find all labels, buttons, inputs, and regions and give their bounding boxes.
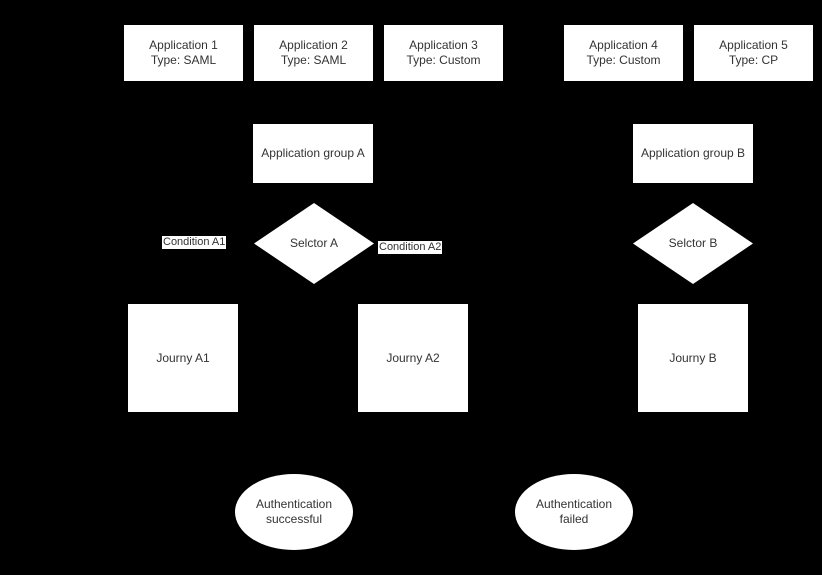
application-4-type: Type: Custom bbox=[586, 53, 661, 67]
application-3-name: Application 3 bbox=[409, 38, 478, 52]
outcome-failed-ellipse: Authentication failed bbox=[515, 474, 633, 550]
journey-a2-label: Journy A2 bbox=[386, 350, 440, 365]
journey-b-node: Journy B bbox=[638, 304, 748, 412]
application-4-node: Application 4 Type: Custom bbox=[564, 25, 683, 81]
application-group-a-label: Application group A bbox=[261, 146, 365, 160]
selector-b-label: Selctor B bbox=[668, 236, 718, 250]
condition-a2-label: Condition A2 bbox=[378, 241, 443, 254]
application-5-node: Application 5 Type: CP bbox=[694, 25, 813, 81]
outcome-success-label: Authentication successful bbox=[255, 497, 333, 526]
selector-b-diamond: Selctor B bbox=[633, 203, 753, 284]
application-4-name: Application 4 bbox=[589, 38, 658, 52]
outcome-failed-label: Authentication failed bbox=[535, 497, 613, 526]
application-5-type: Type: CP bbox=[728, 53, 779, 67]
journey-a1-node: Journy A1 bbox=[128, 304, 238, 412]
outcome-success-ellipse: Authentication successful bbox=[235, 474, 353, 550]
application-1-name: Application 1 bbox=[149, 38, 218, 52]
journey-b-label: Journy B bbox=[669, 350, 717, 365]
application-1-type: Type: SAML bbox=[150, 53, 217, 67]
application-2-node: Application 2 Type: SAML bbox=[254, 25, 373, 81]
application-group-a-node: Application group A bbox=[253, 124, 373, 183]
application-3-type: Type: Custom bbox=[406, 53, 481, 67]
application-group-b-node: Application group B bbox=[633, 124, 753, 183]
selector-a-label: Selctor A bbox=[289, 236, 339, 250]
journey-a2-node: Journy A2 bbox=[358, 304, 468, 412]
application-5-name: Application 5 bbox=[719, 38, 788, 52]
application-3-node: Application 3 Type: Custom bbox=[384, 25, 503, 81]
selector-a-diamond: Selctor A bbox=[254, 203, 374, 284]
application-1-node: Application 1 Type: SAML bbox=[124, 25, 243, 81]
application-group-b-label: Application group B bbox=[640, 146, 746, 160]
condition-a1-label: Condition A1 bbox=[162, 236, 227, 249]
application-2-name: Application 2 bbox=[279, 38, 348, 52]
application-2-type: Type: SAML bbox=[280, 53, 347, 67]
journey-a1-label: Journy A1 bbox=[156, 350, 210, 365]
